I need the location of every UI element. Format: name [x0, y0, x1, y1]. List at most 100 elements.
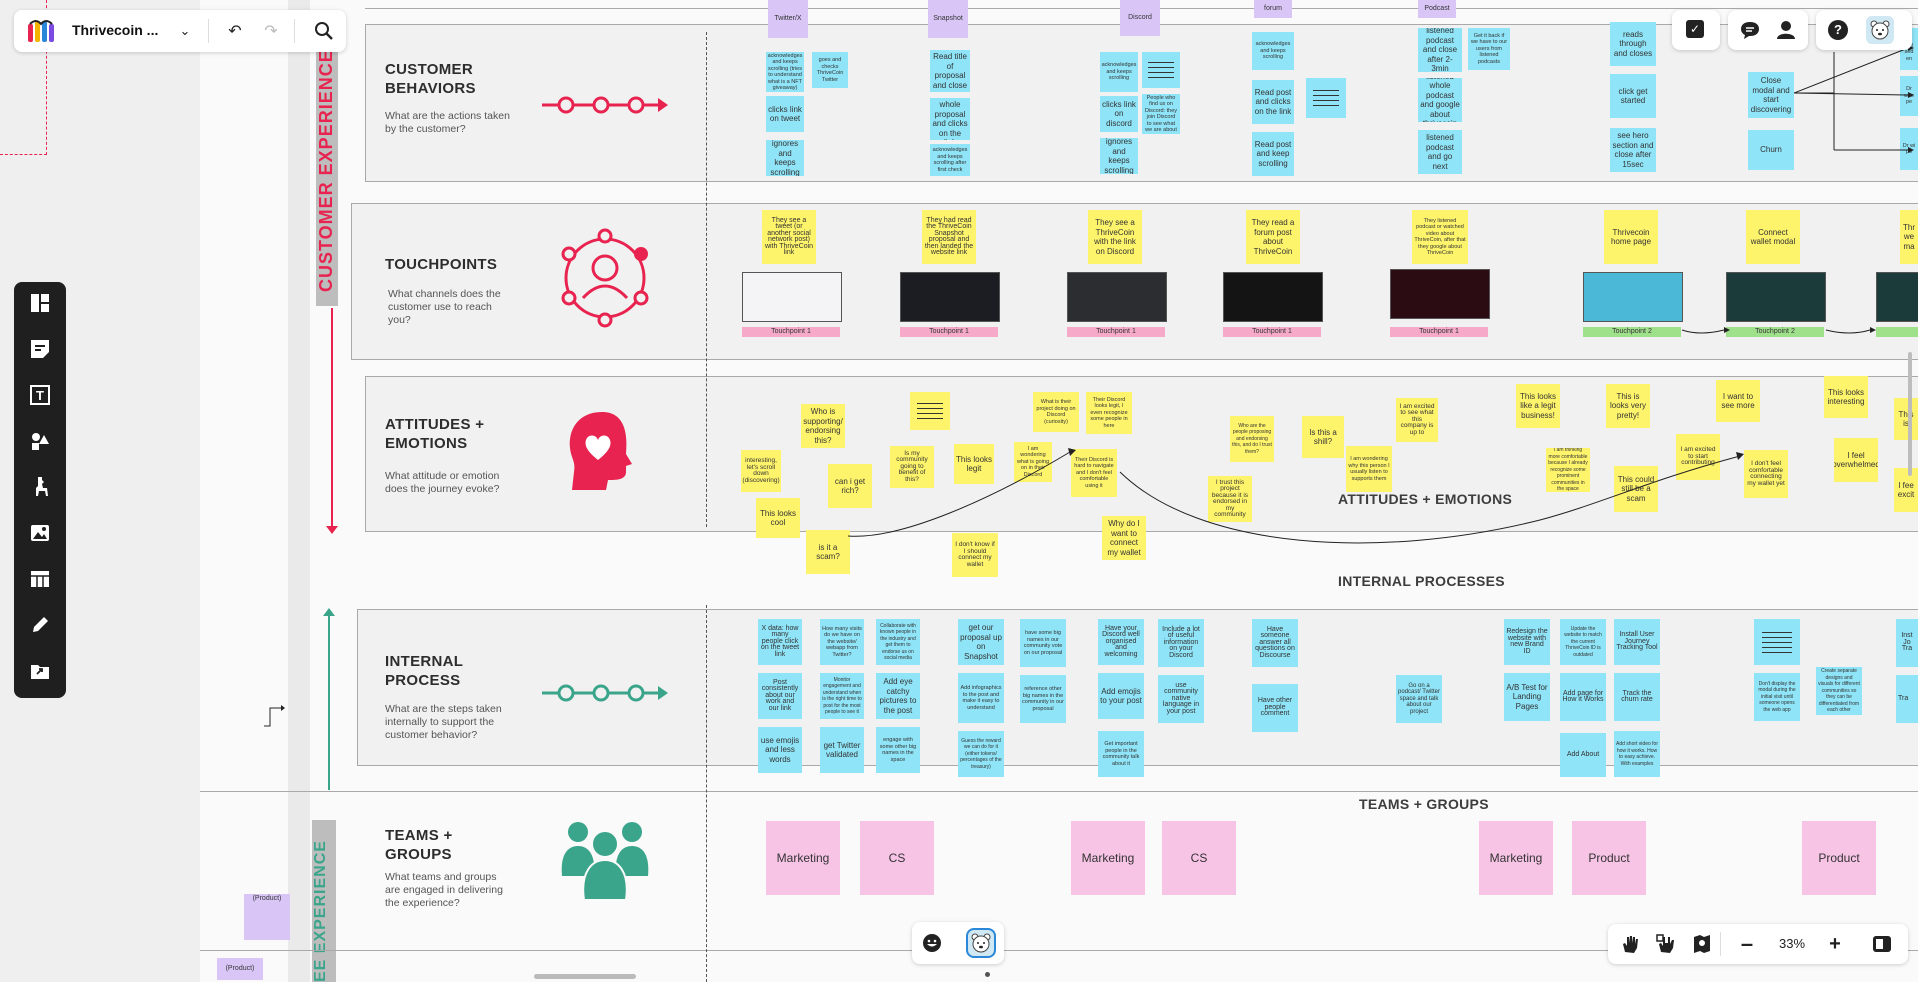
internal-note[interactable]: engage with some other big names in the …	[876, 727, 920, 773]
behavior-note[interactable]: see hero section and close after 15sec	[1610, 128, 1656, 172]
emotion-note[interactable]: I don't know if I should connect my wall…	[952, 533, 998, 577]
internal-note[interactable]: Include a lot of useful information on y…	[1158, 619, 1204, 667]
emotion-note[interactable]: I am wondering why this person I usually…	[1346, 446, 1392, 492]
internal-note[interactable]: Post consistently about our work and our…	[758, 673, 802, 719]
internal-note[interactable]: Add emojis to your post	[1098, 673, 1144, 719]
redo-icon[interactable]: ↷	[264, 23, 278, 40]
templates-icon[interactable]	[27, 290, 53, 316]
discord-screenshot[interactable]	[1067, 272, 1167, 322]
team-note[interactable]: Marketing	[1479, 821, 1553, 895]
behavior-note[interactable]: Churn	[1748, 130, 1794, 170]
homepage-screenshot[interactable]	[1583, 272, 1683, 322]
behavior-note[interactable]: acknowledges and keeps scrolling	[1252, 32, 1294, 70]
emotion-note[interactable]: This looks legit	[954, 444, 994, 484]
behavior-note[interactable]: Read post and clicks on the link	[1252, 80, 1294, 124]
help-icon[interactable]: ?	[1828, 20, 1848, 40]
internal-note[interactable]: A/B Test for Landing Pages	[1504, 673, 1550, 721]
internal-note[interactable]: Monitor engagement and understand when i…	[820, 673, 864, 719]
internal-note[interactable]: Add infographics to the post and make it…	[958, 673, 1004, 723]
side-tag-note[interactable]: (Product)	[244, 894, 290, 940]
lane-customer-behaviors[interactable]	[365, 24, 1918, 182]
emotion-note[interactable]: Their Discord is hard to navigate and I …	[1071, 449, 1117, 497]
horizontal-scrollbar[interactable]	[534, 974, 636, 979]
team-note[interactable]: CS	[860, 821, 934, 895]
chevron-down-icon[interactable]: ⌄	[179, 23, 191, 38]
app-logo-icon[interactable]	[26, 18, 56, 44]
lines-note-icon[interactable]	[1306, 78, 1346, 118]
connector-tool-icon[interactable]	[262, 702, 286, 728]
internal-note[interactable]: Update the website to match the current …	[1560, 619, 1606, 665]
internal-note[interactable]: get our proposal up on Snapshot	[958, 619, 1004, 665]
channel-tag[interactable]: Discord	[1120, 0, 1160, 36]
hand-select-icon[interactable]	[1656, 934, 1676, 954]
behavior-note[interactable]: listened whole podcast and google about …	[1418, 78, 1462, 122]
internal-note[interactable]: Track the churn rate	[1614, 673, 1660, 721]
emotion-note[interactable]: Who is supporting/ endorsing this?	[801, 404, 845, 448]
emotion-note[interactable]: I trust this project because it is endor…	[1208, 476, 1252, 522]
internal-note[interactable]: X data: how many people click on the twe…	[758, 619, 802, 665]
podcast-screenshot[interactable]	[1390, 269, 1490, 319]
upload-icon[interactable]	[27, 658, 53, 684]
wallet-modal-screenshot[interactable]	[1726, 272, 1826, 322]
behavior-note[interactable]: acknowledges and keeps scrolling	[1100, 52, 1138, 92]
internal-note-cropped[interactable]: Inst Jo Tra	[1896, 619, 1918, 667]
touchpoint-note[interactable]: They see a tweet (or another social netw…	[762, 210, 816, 264]
internal-note[interactable]: Redesign the website with new Brand ID	[1504, 619, 1550, 665]
search-icon[interactable]	[314, 21, 334, 41]
internal-note[interactable]: Add page for How it Works	[1560, 673, 1606, 721]
behavior-note[interactable]: clicks link on discord	[1100, 96, 1138, 132]
team-note[interactable]: Marketing	[766, 821, 840, 895]
hand-icon[interactable]	[1620, 934, 1640, 954]
internal-note[interactable]: Add short video for how it works. How to…	[1614, 731, 1660, 777]
team-note[interactable]: Product	[1802, 821, 1876, 895]
table-icon[interactable]	[27, 566, 53, 592]
behavior-note[interactable]: reads through and closes	[1610, 22, 1656, 66]
touchpoint-note[interactable]: Connect wallet modal	[1746, 210, 1800, 264]
undo-icon[interactable]: ↶	[228, 23, 242, 40]
internal-note[interactable]: Collaborate with known people in the ind…	[876, 619, 920, 665]
emotion-note[interactable]: Who are the people proposing and endorsi…	[1230, 416, 1274, 462]
lines-note-icon[interactable]	[1754, 619, 1800, 665]
internal-note-cropped[interactable]: Tra	[1896, 675, 1918, 723]
behavior-note[interactable]: acknowledges and keeps scrolling after f…	[930, 144, 970, 176]
internal-note[interactable]: get Twitter validated	[820, 727, 864, 773]
side-tag-note[interactable]: (Product)	[217, 958, 263, 980]
emotion-note[interactable]: I am thinking more comfortable because I…	[1546, 448, 1590, 492]
zoom-out-icon[interactable]: –	[1740, 931, 1754, 956]
vertical-scrollbar[interactable]	[1908, 352, 1912, 476]
next-screenshot[interactable]	[1876, 272, 1918, 322]
emotion-note[interactable]: I am excited to see what this company is…	[1396, 398, 1438, 442]
internal-note[interactable]: Don't display the modal during the initi…	[1754, 673, 1800, 721]
internal-note[interactable]: Create separate designs and visuals for …	[1816, 667, 1862, 715]
touchpoint-note[interactable]: They see a ThriveCoin with the link on D…	[1088, 210, 1142, 264]
behavior-note[interactable]: Read title of proposal and close	[930, 50, 970, 92]
internal-note[interactable]: Add eye catchy pictures to the post	[876, 673, 920, 719]
emotion-note[interactable]: I feel overwhelmed	[1834, 438, 1878, 482]
emotion-note[interactable]: is it a scam?	[806, 530, 850, 574]
touchpoint-note[interactable]: They listened podcast or watched video a…	[1412, 210, 1468, 264]
internal-note[interactable]: use emojis and less words	[758, 727, 802, 773]
internal-note[interactable]: Guess the reward we can do for it (eithe…	[958, 731, 1004, 777]
internal-note[interactable]: Install User Journey Tracking Tool	[1614, 619, 1660, 665]
behavior-note[interactable]: ignores and keeps scrolling	[1100, 138, 1138, 174]
behavior-note[interactable]: ignores and keeps scrolling	[766, 140, 804, 176]
checkbox-icon[interactable]: ✓	[1686, 20, 1704, 38]
pen-icon[interactable]	[27, 612, 53, 638]
internal-note[interactable]: Have someone answer all questions on Dis…	[1252, 619, 1298, 667]
team-note[interactable]: Marketing	[1071, 821, 1145, 895]
touchpoint-note[interactable]: They had read the ThriveCoin Snapshot pr…	[922, 210, 976, 264]
comment-icon[interactable]	[1740, 20, 1760, 40]
behavior-note[interactable]: Read post and keep scrolling	[1252, 132, 1294, 176]
emotion-note[interactable]: interesting, let's scroll down (discover…	[741, 450, 781, 492]
sticky-note-icon[interactable]	[27, 336, 53, 362]
touchpoint-note[interactable]: Thrivecoin home page	[1604, 210, 1658, 264]
emotion-note[interactable]: This looks like a legit business!	[1516, 384, 1560, 428]
channel-tag[interactable]: forum	[1254, 0, 1292, 18]
user-icon[interactable]	[1776, 20, 1796, 40]
internal-note[interactable]: Have your Discord well organised and wel…	[1098, 619, 1144, 665]
map-pin-icon[interactable]	[1692, 934, 1712, 954]
touchpoint-note-cropped[interactable]: Thr we ma	[1900, 210, 1918, 264]
behavior-note[interactable]: acknowledges and keeps scrolling (tries …	[766, 52, 804, 92]
zoom-level[interactable]: 33%	[1778, 936, 1806, 951]
channel-tag[interactable]: Twitter/X	[768, 0, 808, 38]
